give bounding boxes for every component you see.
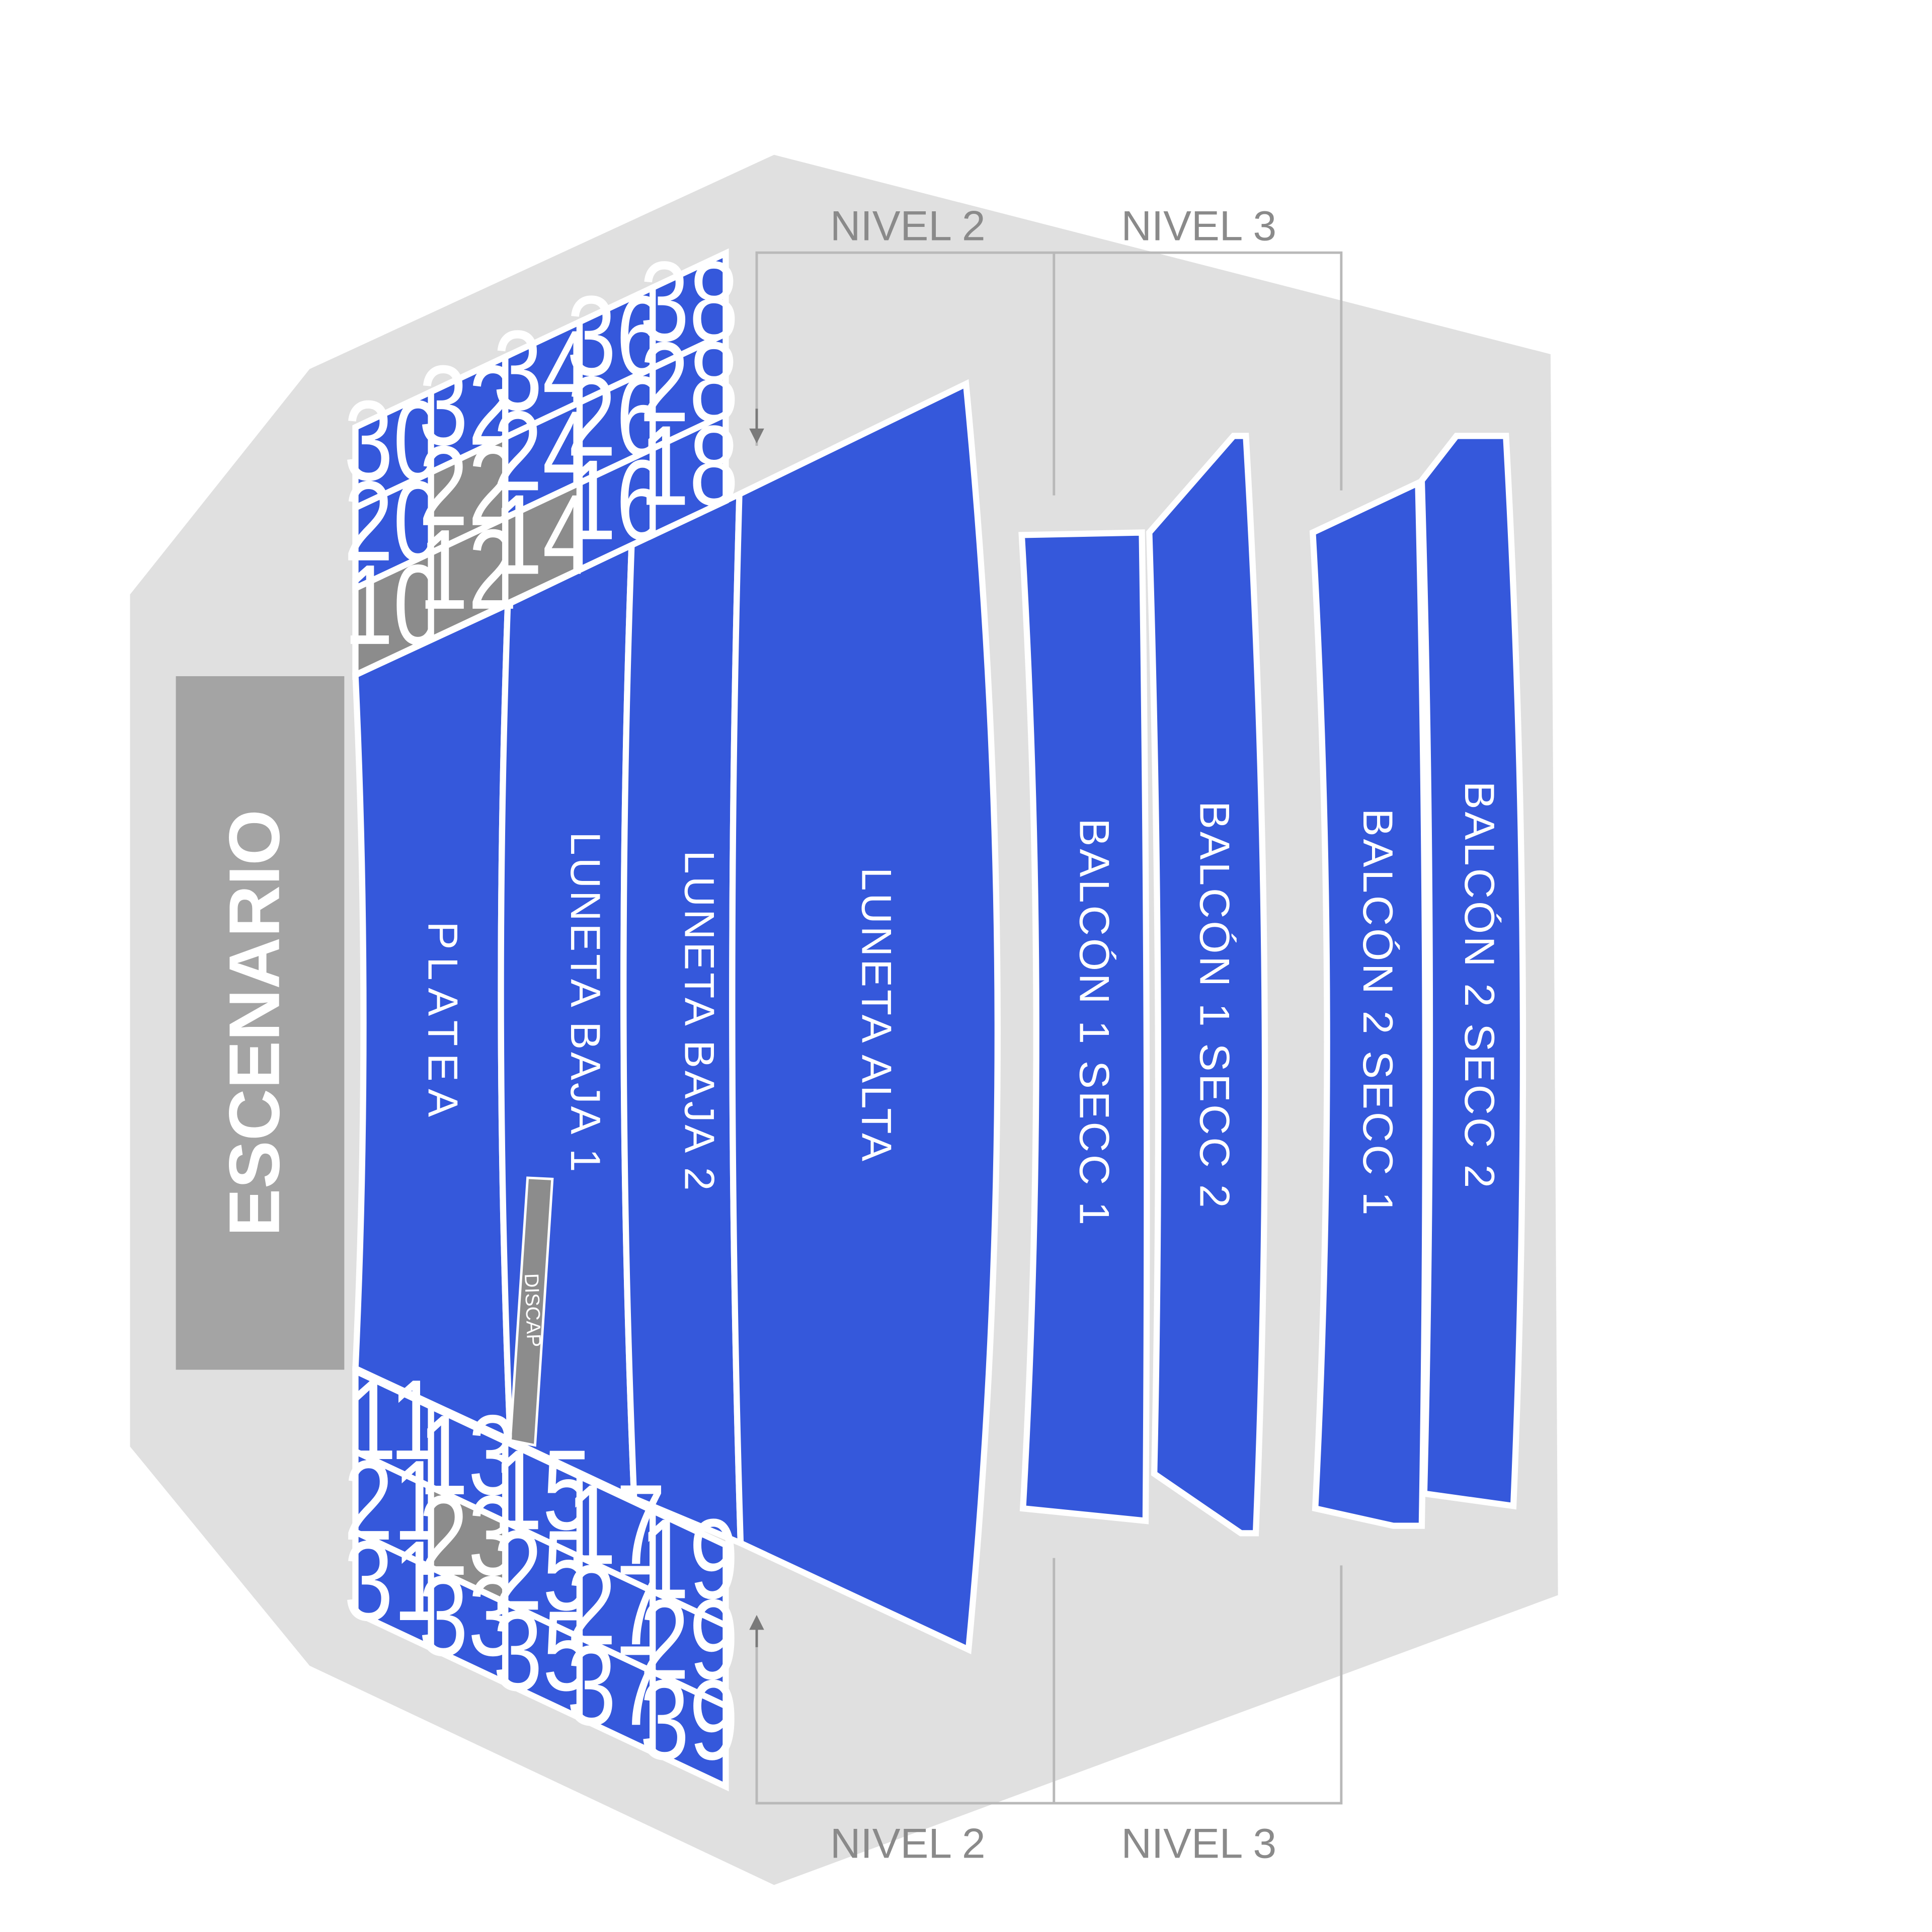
balcon-2-secc-2-label: BALCÓN 2 SECC 2 <box>1456 781 1503 1190</box>
box-label-35: 35 <box>493 1587 592 1715</box>
bottom-level-3-label: NIVEL 3 <box>1121 1819 1276 1867</box>
stage-label: ESCENARIO <box>215 810 295 1237</box>
luneta-alta-label: LUNETA ALTA <box>853 867 900 1164</box>
luneta-baja-1-label: LUNETA BAJA 1 <box>562 832 609 1174</box>
box-18[interactable] <box>650 409 729 540</box>
top-level-3-label: NIVEL 3 <box>1121 202 1276 250</box>
box-label-16: 16 <box>567 437 665 564</box>
balcon-1-secc-1-label: BALCÓN 1 SECC 1 <box>1071 819 1118 1228</box>
box-label-18: 18 <box>640 402 739 529</box>
box-label-39: 39 <box>640 1656 739 1784</box>
bottom-level-2-label: NIVEL 2 <box>830 1819 986 1867</box>
box-label-31: 31 <box>344 1517 442 1645</box>
top-level-bracket <box>755 251 1343 491</box>
section-balcon-1-secc-1[interactable] <box>1018 529 1150 1524</box>
box-label-12: 12 <box>419 506 517 633</box>
balcon-2-secc-1-label: BALCÓN 2 SECC 1 <box>1354 809 1402 1218</box>
luneta-baja-2-label: LUNETA BAJA 2 <box>676 850 723 1193</box>
box-39[interactable] <box>650 1666 729 1792</box>
balcon-1-secc-2-label: BALCÓN 1 SECC 2 <box>1191 801 1238 1210</box>
box-label-33: 33 <box>419 1553 517 1680</box>
section-discap[interactable] <box>509 1176 554 1447</box>
stage <box>176 676 345 1370</box>
section-luneta-alta[interactable] <box>729 379 1001 1655</box>
box-label-14: 14 <box>493 471 592 598</box>
bottom-level-bracket <box>755 1565 1343 1805</box>
top-level-2-label: NIVEL 2 <box>830 202 986 250</box>
discap-label: DISCAP <box>520 1273 545 1347</box>
box-label-37: 37 <box>567 1622 665 1749</box>
section-balcon-1-secc-2[interactable] <box>1146 433 1268 1537</box>
level-lines <box>755 251 1343 1805</box>
section-balcon-2-secc-2[interactable] <box>1418 433 1526 1510</box>
section-balcon-2-secc-1[interactable] <box>1309 478 1429 1529</box>
platea-label: PLATEA <box>420 922 467 1124</box>
box-label-10: 10 <box>344 541 442 669</box>
